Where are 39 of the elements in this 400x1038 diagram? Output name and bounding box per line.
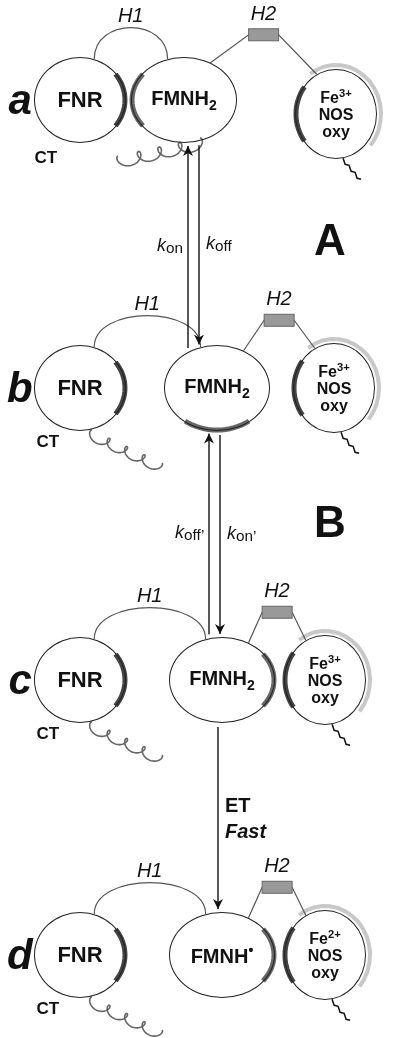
step-letter: B <box>314 497 346 547</box>
domain-label: Fe$^{2+}$ NOS oxy <box>306 928 344 982</box>
linker-loop <box>93 315 202 348</box>
domain-label: FNR <box>57 376 103 400</box>
state-letter: d <box>7 931 33 979</box>
edge-label: H2 <box>250 1 277 24</box>
domain-label: FMNH$^{•}$ <box>190 943 254 967</box>
domain-label: FMNH$_{2}$ <box>151 87 217 113</box>
edge-label: H1 <box>134 292 160 315</box>
edge-label: H2 <box>264 854 290 877</box>
tail-label: CT <box>36 999 60 1019</box>
domain-label: FMNH$_{2}$ <box>189 667 255 693</box>
edge-label: H1 <box>117 4 144 27</box>
edge-label: H1 <box>136 859 163 882</box>
state-letter: a <box>8 76 32 124</box>
tail-label: CT <box>34 148 58 168</box>
linker-loop <box>93 882 207 915</box>
edge-label: H1 <box>136 584 163 607</box>
edge-label: H2 <box>264 579 290 602</box>
equilibrium-arrow <box>183 145 193 349</box>
linker-loop <box>93 607 207 640</box>
state-letter: b <box>7 364 33 412</box>
step-letter: A <box>314 215 346 265</box>
domain-label: FMNH$_{2}$ <box>184 375 250 401</box>
equilibrium-arrow <box>215 434 225 635</box>
domain-label: FNR <box>57 943 103 967</box>
domain-label: Fe$^{3+}$ NOS oxy <box>306 653 344 707</box>
edge-label: H2 <box>266 287 292 310</box>
domain-label: Fe$^{3+}$ NOS oxy <box>317 87 355 141</box>
linker-loop <box>93 27 169 60</box>
domain-label: FNR <box>57 668 103 692</box>
domain-label: Fe$^{3+}$ NOS oxy <box>315 361 353 415</box>
equilibrium-arrow <box>204 432 214 635</box>
equilibrium-arrow <box>194 144 204 346</box>
tail-label: CT <box>36 432 60 452</box>
tail-label: CT <box>36 724 60 744</box>
state-letter: c <box>8 656 32 704</box>
reaction-arrow <box>213 726 223 910</box>
domain-label: FNR <box>57 88 103 112</box>
